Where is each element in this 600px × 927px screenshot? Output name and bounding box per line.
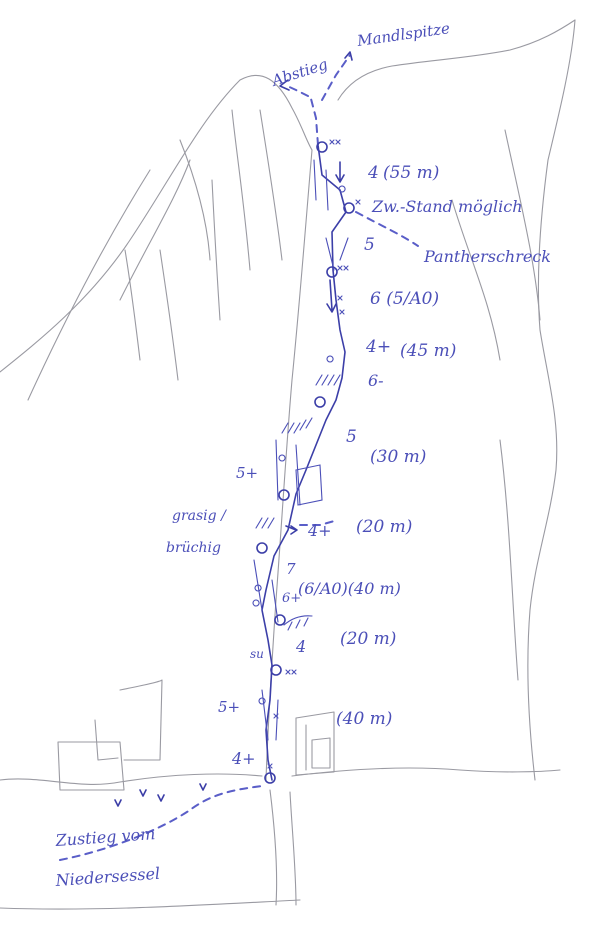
crack-marks-top <box>313 159 329 211</box>
base-line <box>0 773 263 785</box>
descent-label: Abstieg <box>268 55 330 90</box>
ledge-note: Pantherschreck <box>423 247 551 266</box>
to-descent-dashes <box>284 84 309 97</box>
side-note-line1: grasig / <box>172 508 227 524</box>
belay-station <box>256 542 268 554</box>
route-line <box>59 51 419 861</box>
arrow-summit <box>344 51 353 61</box>
pitch-length: (30 m) <box>370 447 426 467</box>
right-ridge-top <box>337 19 576 101</box>
right-ridge-edge <box>527 19 576 781</box>
belay-station <box>316 141 328 153</box>
right-block <box>295 711 335 776</box>
peak-shading-1 <box>27 169 151 401</box>
belay-station <box>278 489 290 501</box>
approach-line2: Niedersessel <box>54 864 161 890</box>
traverse-dashes <box>299 519 339 526</box>
route-main <box>261 144 347 781</box>
top-exit-dashes <box>309 94 319 146</box>
belay-station <box>274 614 286 626</box>
peak-shading-3 <box>124 249 141 361</box>
bolt-marks <box>267 139 361 769</box>
base-footing <box>269 789 297 906</box>
pitch-grade: 5 <box>346 427 357 447</box>
right-ridge-inner-2 <box>451 199 501 361</box>
wall-left-edge <box>265 149 313 781</box>
pitch-grade: 4+ <box>231 749 256 768</box>
peak-shading-7 <box>231 109 251 271</box>
approach-marks <box>114 783 207 807</box>
crack-marks-mid <box>275 439 301 506</box>
small-label-su: su <box>250 647 264 661</box>
pitch-grade: 5+ <box>218 698 240 716</box>
right-block-2 <box>311 737 331 769</box>
pitch-grade: 4 <box>295 637 306 656</box>
ledge-hatch-3 <box>255 517 275 529</box>
arrow-down-mid <box>326 279 337 313</box>
panther-ledge-dashes <box>355 211 419 247</box>
belay-station <box>270 664 282 676</box>
rock-outline-pencil <box>0 19 576 910</box>
pitch-grade: 4 <box>367 163 379 183</box>
pitch-length: (40 m) <box>336 709 392 729</box>
peak-shading-2 <box>119 159 191 301</box>
base-line-right <box>291 767 561 777</box>
pitch-grade: 5+ <box>236 464 258 482</box>
pitch-length: (45 m) <box>400 341 456 361</box>
peak-shading-5 <box>211 179 221 321</box>
pitch-grade: 6- <box>368 371 384 390</box>
pitch-grade: 6+ <box>282 591 301 606</box>
pitch-length: (6/A0)(40 m) <box>298 579 401 598</box>
right-ridge-inner-3 <box>499 439 519 681</box>
belay-station <box>264 772 276 784</box>
peak-shading-4 <box>159 249 179 381</box>
pitch-length: (20 m) <box>356 517 412 537</box>
ledge-hatch-1 <box>315 374 341 386</box>
belay-station <box>314 396 326 408</box>
pitch-grade: 4+ <box>307 521 332 540</box>
pitch-grade: 6 (5/A0) <box>370 289 439 309</box>
peak-shading-8 <box>259 109 283 261</box>
block-outline <box>295 464 323 506</box>
pitch-grade: 5 <box>364 235 375 255</box>
lower-box-left <box>57 741 125 791</box>
pitch-grade: 4+ <box>365 337 391 357</box>
peak-shading-6 <box>179 139 211 261</box>
belay-option-note: Zw.-Stand möglich <box>371 197 523 216</box>
pitch-length: (20 m) <box>340 629 396 649</box>
arrow-descent <box>279 79 290 91</box>
belay-station <box>326 266 338 278</box>
side-note-line2: brüchig <box>166 540 221 556</box>
approach-line1: Zustieg vom <box>54 824 156 850</box>
summit-label: Mandlspitze <box>355 19 451 50</box>
ledge-hatch-2 <box>281 417 313 434</box>
piton-marks <box>252 185 346 705</box>
dihedral-marks <box>325 237 349 271</box>
ledge-hatch-4 <box>283 615 313 631</box>
approach-path <box>59 785 263 861</box>
right-ridge-inner-1 <box>504 129 541 321</box>
lower-box-tall <box>119 679 163 761</box>
lower-hatching <box>94 719 119 761</box>
to-summit-dashes <box>321 54 351 101</box>
peak-outline-left <box>0 74 313 373</box>
belay-station <box>343 202 355 214</box>
pitch-grade: 7 <box>286 560 296 578</box>
arrow-right-traverse <box>285 525 298 535</box>
labels: Abstieg Mandlspitze 4 (55 m) Zw.-Stand m… <box>54 19 551 890</box>
pitch-length: (55 m) <box>383 163 439 183</box>
ground-line <box>0 899 301 910</box>
arrow-down-top <box>335 161 345 183</box>
